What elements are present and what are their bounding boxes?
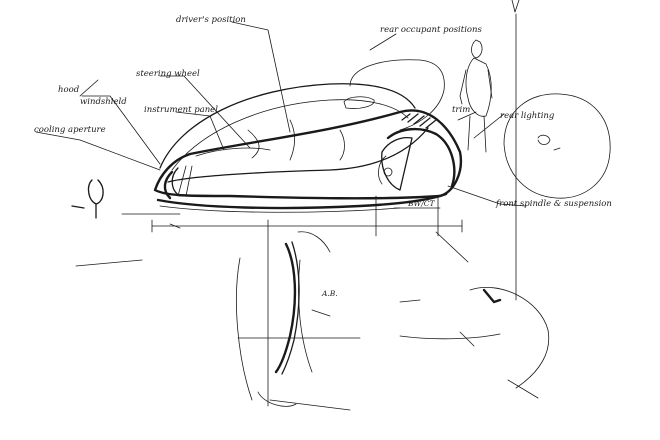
label-instrument-panel: instrument panel <box>144 105 218 115</box>
section-sketch <box>399 231 550 399</box>
label-dimension: BW/CT <box>407 199 435 208</box>
leader-lines <box>35 21 527 207</box>
rear-wheel-sketch <box>503 93 611 199</box>
label-rear-occupant-positions: rear occupant positions <box>380 25 483 35</box>
label-small-note: A.B. <box>321 289 338 298</box>
hood-windshield-divider <box>79 79 99 97</box>
rear-canopy-arc <box>349 59 445 131</box>
human-figure <box>459 0 520 301</box>
front-view-sketch <box>75 231 361 411</box>
label-trim: trim <box>452 105 470 115</box>
steering-mark-sketch <box>71 179 104 219</box>
label-driver-position: driver's position <box>176 15 246 25</box>
label-rear-lighting: rear lighting <box>500 111 555 121</box>
label-hood: hood <box>58 85 80 95</box>
car-body <box>153 83 463 213</box>
label-windshield: windshield <box>80 97 127 107</box>
dimension-lines <box>121 195 463 407</box>
label-steering-wheel: steering wheel <box>136 69 200 79</box>
label-cooling-aperture: cooling aperture <box>34 125 106 135</box>
label-front-spindle-suspension: front spindle & suspension <box>495 199 612 209</box>
